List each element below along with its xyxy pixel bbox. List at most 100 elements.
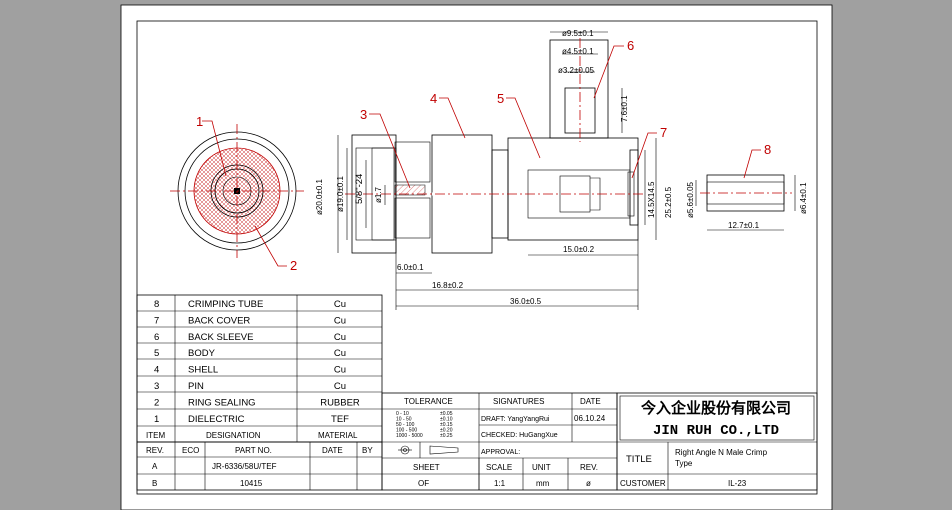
draft-signature: DRAFT: YangYangRui [481, 416, 550, 423]
title-value-line2: Type [675, 459, 693, 468]
signatures-label: SIGNATURES [493, 397, 544, 406]
bom-item: 5 [154, 348, 159, 359]
bom-name: BACK COVER [188, 315, 250, 326]
bom-item: 6 [154, 332, 159, 343]
crimp-tube [700, 174, 792, 212]
dim-len-36: 36.0±0.5 [510, 297, 542, 306]
callout-3: 3 [360, 107, 367, 122]
bom-header-material: MATERIAL [318, 431, 358, 440]
rev-row-b: B [152, 479, 157, 488]
bom-material: TEF [331, 414, 349, 425]
bom-material: RUBBER [320, 397, 360, 408]
rev-value: ø [586, 479, 591, 488]
dim-len-6: 6.0±0.1 [397, 263, 424, 272]
bom-name: RING SEALING [188, 397, 256, 408]
callout-2: 2 [290, 258, 297, 273]
approval-label: APPROVAL: [481, 449, 520, 456]
title-value-line1: Right Angle N Male Crimp [675, 448, 768, 457]
tolerance-range: 10 - 50 [396, 417, 412, 423]
date-label: DATE [580, 397, 601, 406]
tolerance-value: ±0.10 [440, 417, 453, 423]
tolerance-label: TOLERANCE [404, 397, 453, 406]
scale-label: SCALE [486, 463, 512, 472]
unit-value: mm [536, 479, 550, 488]
bom-header-item: ITEM [146, 431, 165, 440]
dim-len-15: 15.0±0.2 [563, 245, 595, 254]
draft-date: 06.10.24 [574, 414, 606, 423]
rev-row-a-part: JR-6336/58U/TEF [212, 462, 277, 471]
bom-material: Cu [334, 365, 346, 376]
bom-name: DIELECTRIC [188, 414, 245, 425]
dim-d20: ø20.0±0.1 [315, 178, 324, 215]
bom-item: 7 [154, 315, 159, 326]
side-view [345, 38, 645, 254]
tolerance-range: 100 - 500 [396, 428, 417, 434]
sheet-label: SHEET [413, 463, 440, 472]
bom-name: CRIMPING TUBE [188, 299, 263, 310]
dim-d9-5: ø9.5±0.1 [562, 29, 594, 38]
dim-len-7-6: 7.6±0.1 [620, 95, 629, 122]
scale-value: 1:1 [494, 479, 506, 488]
rev-header-partno: PART NO. [235, 446, 272, 455]
bom-item: 2 [154, 397, 159, 408]
callout-8: 8 [764, 142, 771, 157]
dim-len-16-8: 16.8±0.2 [432, 281, 464, 290]
dim-d6-4: ø6.4±0.1 [799, 182, 808, 214]
callout-6: 6 [627, 38, 634, 53]
tolerance-value: ±0.05 [440, 411, 453, 417]
rev-label: REV. [580, 463, 598, 472]
tolerance-range: 1000 - 5000 [396, 433, 423, 439]
outer-frame [120, 4, 833, 510]
bom-material: Cu [334, 348, 346, 359]
company-name-english: JIN RUH CO.,LTD [653, 423, 779, 439]
tolerance-value: ±0.15 [440, 422, 453, 428]
bom-header-designation: DESIGNATION [206, 431, 261, 440]
bom-material: Cu [334, 315, 346, 326]
dimension-lines [337, 31, 796, 310]
front-view [170, 124, 304, 258]
bom-item: 4 [154, 365, 159, 376]
bom-item: 1 [154, 414, 159, 425]
bom-item: 3 [154, 381, 159, 392]
unit-label: UNIT [532, 463, 551, 472]
dim-d1-7: ø1.7 [374, 186, 383, 203]
callout-7: 7 [660, 125, 667, 140]
tolerance-value: ±0.20 [440, 428, 453, 434]
bom-material: Cu [334, 332, 346, 343]
tolerance-range: 50 - 100 [396, 422, 415, 428]
rev-header-date: DATE [322, 446, 343, 455]
dim-d19: ø19.0±0.1 [336, 175, 345, 212]
bom-material: Cu [334, 299, 346, 310]
dim-d4-5: ø4.5±0.1 [562, 47, 594, 56]
company-name-chinese: 今入企业股份有限公司 [640, 399, 791, 417]
tolerance-range: 0 - 10 [396, 411, 409, 417]
customer-value: IL-23 [728, 479, 747, 488]
rev-row-b-part: 10415 [240, 479, 263, 488]
bom-name: PIN [188, 381, 204, 392]
dim-len-12-7: 12.7±0.1 [728, 221, 760, 230]
bom-name: SHELL [188, 365, 218, 376]
dim-len-14-5: 14.5X14.5 [647, 181, 656, 218]
inner-frame [136, 20, 818, 495]
dim-d3-2: ø3.2±0.05 [558, 66, 595, 75]
bom-name: BACK SLEEVE [188, 332, 253, 343]
customer-label: CUSTOMER [620, 479, 666, 488]
bom-item: 8 [154, 299, 159, 310]
sheet-value: OF [418, 479, 429, 488]
callout-1: 1 [196, 114, 203, 129]
company-block [616, 392, 818, 491]
rev-row-a: A [152, 462, 158, 471]
rev-header-eco: ECO [182, 446, 199, 455]
callout-5: 5 [497, 91, 504, 106]
dim-len-25-2: 25.2±0.5 [664, 186, 673, 218]
dim-d5-6: ø5.6±0.05 [686, 181, 695, 218]
dim-thread: 5/8"-24 [354, 174, 365, 204]
title-label: TITLE [626, 454, 652, 465]
projection-symbol-icon [398, 445, 459, 455]
checked-signature: CHECKED: HuGangXue [481, 432, 558, 439]
callout-4: 4 [430, 91, 437, 106]
tolerance-value: ±0.25 [440, 433, 453, 439]
bom-material: Cu [334, 381, 346, 392]
rev-header-rev: REV. [146, 446, 164, 455]
